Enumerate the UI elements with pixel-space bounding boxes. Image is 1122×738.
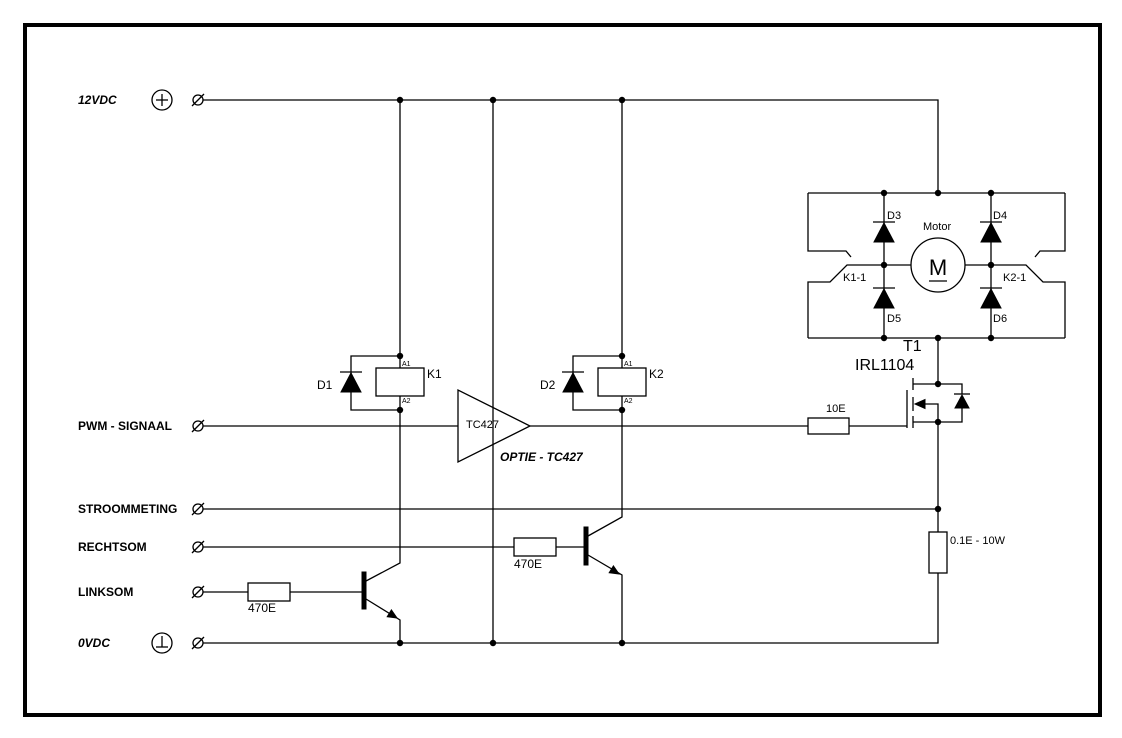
junction-dot [396, 352, 404, 360]
diode-d5 [873, 287, 895, 309]
wire-0vdc-rail [203, 573, 939, 644]
transistor-k2 [583, 526, 621, 575]
junction-dot [489, 96, 497, 104]
relay-k1-pin-a2: A2 [402, 398, 411, 405]
junction-dot [987, 261, 995, 269]
resistor-linksom-label: 470E [248, 601, 276, 615]
motor-symbol: M [929, 255, 947, 280]
junction-dot [618, 352, 626, 360]
label-0vdc: 0VDC [78, 636, 110, 650]
resistor-shunt-label: 0.1E - 10W [950, 535, 1006, 547]
diode-d3-label: D3 [887, 210, 901, 222]
wire-k2-coil-to-collector [587, 396, 623, 537]
diode-d6 [980, 287, 1002, 309]
junction-dots [396, 96, 995, 647]
junction-dot [396, 96, 404, 104]
wire-k1-emitter [365, 598, 401, 643]
driver-tc427 [457, 388, 532, 464]
diode-d6-label: D6 [993, 313, 1007, 325]
driver-tc427-label: TC427 [466, 419, 499, 431]
junction-dot [880, 189, 888, 197]
motor [910, 237, 966, 293]
relay-k1-coil [375, 367, 425, 397]
junction-dot [396, 406, 404, 414]
resistor-rechtsom [513, 537, 557, 557]
ground-icon [151, 632, 173, 654]
relay-k2-coil [597, 367, 647, 397]
relay-k2-label: K2 [649, 367, 664, 381]
junction-dot [934, 418, 942, 426]
relay-contact-k1-1-label: K1-1 [843, 272, 866, 284]
diagram-frame [23, 23, 1102, 717]
junction-dot [934, 505, 942, 513]
wire-k2-emitter [587, 554, 623, 643]
resistor-shunt [928, 531, 948, 574]
relay-k1-pin-a1: A1 [402, 361, 411, 368]
relay-k2-pin-a2: A2 [624, 398, 633, 405]
resistor-linksom [247, 582, 291, 602]
junction-dot [618, 96, 626, 104]
label-stroommeting: STROOMMETING [78, 502, 177, 516]
relay-contact-k1-1 [807, 193, 884, 338]
junction-dot [396, 639, 404, 647]
junction-dot [934, 334, 942, 342]
relay-contact-k2-1-label: K2-1 [1003, 272, 1026, 284]
junction-dot [618, 639, 626, 647]
junction-dot [934, 380, 942, 388]
diode-d5-label: D5 [887, 313, 901, 325]
label-linksom: LINKSOM [78, 585, 133, 599]
wire-12vdc-rail [203, 99, 939, 193]
terminal-12vdc [191, 93, 205, 107]
diode-d1 [340, 371, 362, 393]
label-12vdc: 12VDC [78, 93, 117, 107]
junction-dot [880, 334, 888, 342]
mosfet-t1 [906, 378, 970, 428]
resistor-gate [807, 417, 850, 435]
diode-d2-label: D2 [540, 378, 556, 392]
resistor-gate-label: 10E [826, 403, 846, 415]
relay-k1-label: K1 [427, 367, 442, 381]
label-pwm-signaal: PWM - SIGNAAL [78, 419, 172, 433]
terminal-linksom [191, 585, 205, 599]
junction-dot [987, 334, 995, 342]
label-rechtsom: RECHTSOM [78, 540, 147, 554]
relay-contact-k2-1 [991, 193, 1066, 338]
diode-d4-label: D4 [993, 210, 1007, 222]
relay-k2-pin-a1: A1 [624, 361, 633, 368]
junction-dot [934, 189, 942, 197]
driver-option-note: OPTIE - TC427 [500, 450, 584, 464]
diode-d2 [562, 371, 584, 393]
mosfet-part-label: IRL1104 [855, 357, 914, 374]
resistor-rechtsom-label: 470E [514, 557, 542, 571]
wire-k1-coil-to-collector [365, 396, 401, 582]
motor-label: Motor [923, 221, 951, 233]
diode-d3 [873, 221, 895, 243]
plus-icon [151, 89, 173, 111]
transistor-k1 [361, 571, 399, 619]
junction-dot [880, 261, 888, 269]
mosfet-ref-label: T1 [903, 338, 922, 355]
diode-d4 [980, 221, 1002, 243]
junction-dot [987, 189, 995, 197]
diode-d1-label: D1 [317, 378, 333, 392]
junction-dot [489, 639, 497, 647]
junction-dot [618, 406, 626, 414]
